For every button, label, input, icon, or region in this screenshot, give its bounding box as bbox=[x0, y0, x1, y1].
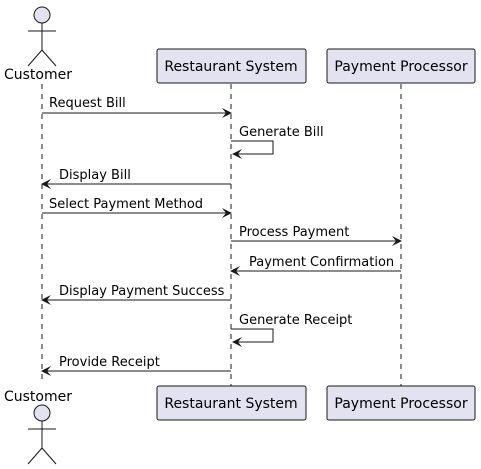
message-generate-bill: Generate Bill bbox=[231, 125, 324, 159]
svg-text:Process Payment: Process Payment bbox=[239, 225, 349, 240]
message-display-success: Display Payment Success bbox=[41, 284, 231, 305]
message-payment-confirmation: Payment Confirmation bbox=[230, 255, 401, 276]
customer-label-top: Customer bbox=[4, 67, 72, 83]
processor-label-top: Payment Processor bbox=[334, 59, 467, 75]
svg-text:Display Payment Success: Display Payment Success bbox=[59, 284, 225, 299]
customer-actor-top: Customer bbox=[4, 6, 72, 83]
svg-text:Generate Bill: Generate Bill bbox=[239, 125, 324, 140]
svg-text:Display Bill: Display Bill bbox=[59, 168, 131, 183]
svg-text:Provide Receipt: Provide Receipt bbox=[59, 355, 160, 370]
svg-text:Payment Confirmation: Payment Confirmation bbox=[249, 255, 394, 270]
svg-text:Request Bill: Request Bill bbox=[49, 96, 126, 111]
message-provide-receipt: Provide Receipt bbox=[41, 355, 231, 376]
message-display-bill: Display Bill bbox=[41, 168, 231, 189]
actor-icon bbox=[33, 6, 51, 24]
restaurant-participant-bottom: Restaurant System bbox=[156, 385, 307, 421]
restaurant-participant-top: Restaurant System bbox=[156, 48, 307, 84]
customer-actor-bottom: Customer bbox=[4, 389, 72, 465]
message-generate-receipt: Generate Receipt bbox=[231, 313, 352, 347]
processor-label-bottom: Payment Processor bbox=[334, 396, 467, 412]
restaurant-label-bottom: Restaurant System bbox=[164, 396, 297, 412]
actor-icon bbox=[33, 404, 51, 422]
message-request-bill: Request Bill bbox=[42, 96, 232, 118]
svg-text:Generate Receipt: Generate Receipt bbox=[239, 313, 352, 328]
message-select-payment: Select Payment Method bbox=[42, 197, 232, 218]
restaurant-label-top: Restaurant System bbox=[164, 59, 297, 75]
message-process-payment: Process Payment bbox=[231, 225, 402, 246]
customer-label-bottom: Customer bbox=[4, 389, 72, 405]
processor-participant-bottom: Payment Processor bbox=[326, 385, 476, 421]
svg-text:Select Payment Method: Select Payment Method bbox=[49, 197, 203, 212]
processor-participant-top: Payment Processor bbox=[326, 48, 476, 84]
